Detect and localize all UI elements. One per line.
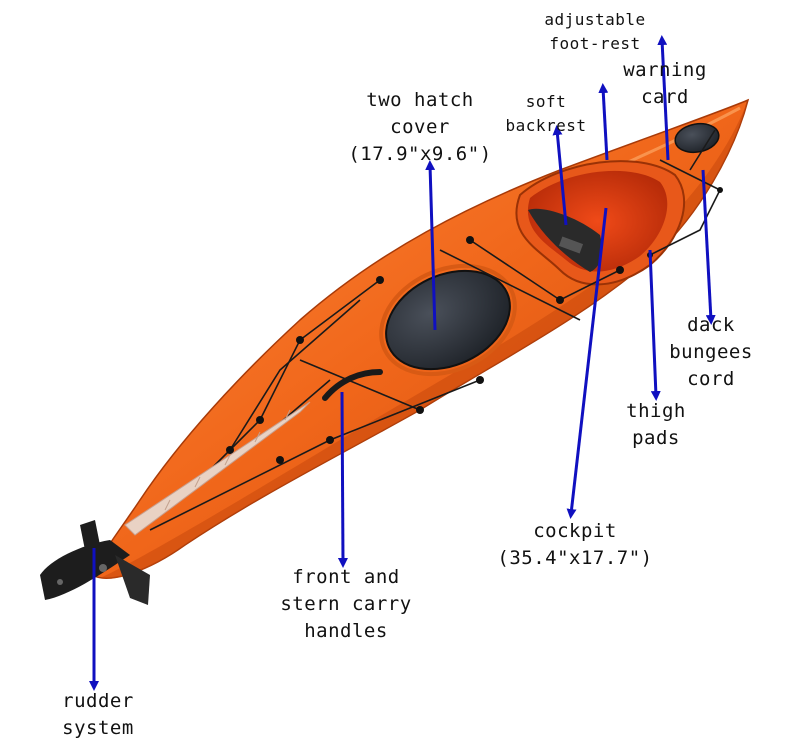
- rudder-assembly: [40, 520, 150, 605]
- arrow-hatch: [425, 160, 437, 331]
- arrow-foot-rest: [598, 83, 609, 161]
- label-line: rudder: [62, 690, 134, 712]
- deck-fittings: [226, 187, 723, 464]
- main-hatch-rim: [379, 263, 517, 377]
- arrow-thigh-pads: [648, 249, 661, 401]
- label-hatch: two hatch cover (17.9"x9.6"): [335, 87, 505, 168]
- label-line: front and: [292, 566, 400, 588]
- label-line: stern carry: [280, 593, 412, 615]
- arrow-backrest: [552, 125, 568, 226]
- label-backrest: soft backrest: [490, 90, 602, 138]
- rudder-cable-wrap: [124, 401, 311, 536]
- carry-handle: [322, 369, 383, 401]
- label-line: foot-rest: [549, 34, 641, 53]
- label-line: system: [62, 717, 134, 739]
- label-thigh-pads: thigh pads: [606, 398, 706, 452]
- label-cockpit: cockpit (35.4"x17.7"): [484, 518, 666, 572]
- label-line: two hatch: [366, 89, 474, 111]
- rudder-cable-texture: [164, 409, 291, 511]
- label-line: warning: [623, 59, 707, 81]
- label-line: card: [641, 86, 689, 108]
- label-line: (17.9"x9.6"): [348, 143, 492, 165]
- label-line: bungees: [669, 341, 753, 363]
- label-line: pads: [632, 427, 680, 449]
- label-handles: front and stern carry handles: [264, 564, 428, 645]
- label-foot-rest: adjustable foot-rest: [520, 8, 670, 56]
- label-rudder: rudder system: [40, 688, 156, 742]
- label-line: (35.4"x17.7"): [497, 547, 653, 569]
- arrow-cockpit: [566, 207, 608, 519]
- label-warning-card: warning card: [600, 57, 730, 111]
- label-line: backrest: [505, 116, 587, 135]
- label-line: soft: [525, 92, 567, 111]
- day-hatch-cover: [674, 122, 720, 154]
- label-line: cover: [390, 116, 450, 138]
- label-line: thigh: [626, 400, 686, 422]
- arrow-warning-card: [657, 35, 670, 161]
- main-hatch-cover: [385, 269, 511, 371]
- label-line: cord: [687, 368, 735, 390]
- arrow-bungees: [701, 169, 716, 325]
- pointer-arrows: [89, 35, 716, 691]
- label-bungees: dack bungees cord: [655, 312, 767, 393]
- label-line: dack: [687, 314, 735, 336]
- label-line: adjustable: [544, 10, 646, 29]
- label-line: cockpit: [533, 520, 617, 542]
- seat-strap: [558, 236, 584, 254]
- arrow-handles: [337, 391, 348, 568]
- label-line: handles: [304, 620, 388, 642]
